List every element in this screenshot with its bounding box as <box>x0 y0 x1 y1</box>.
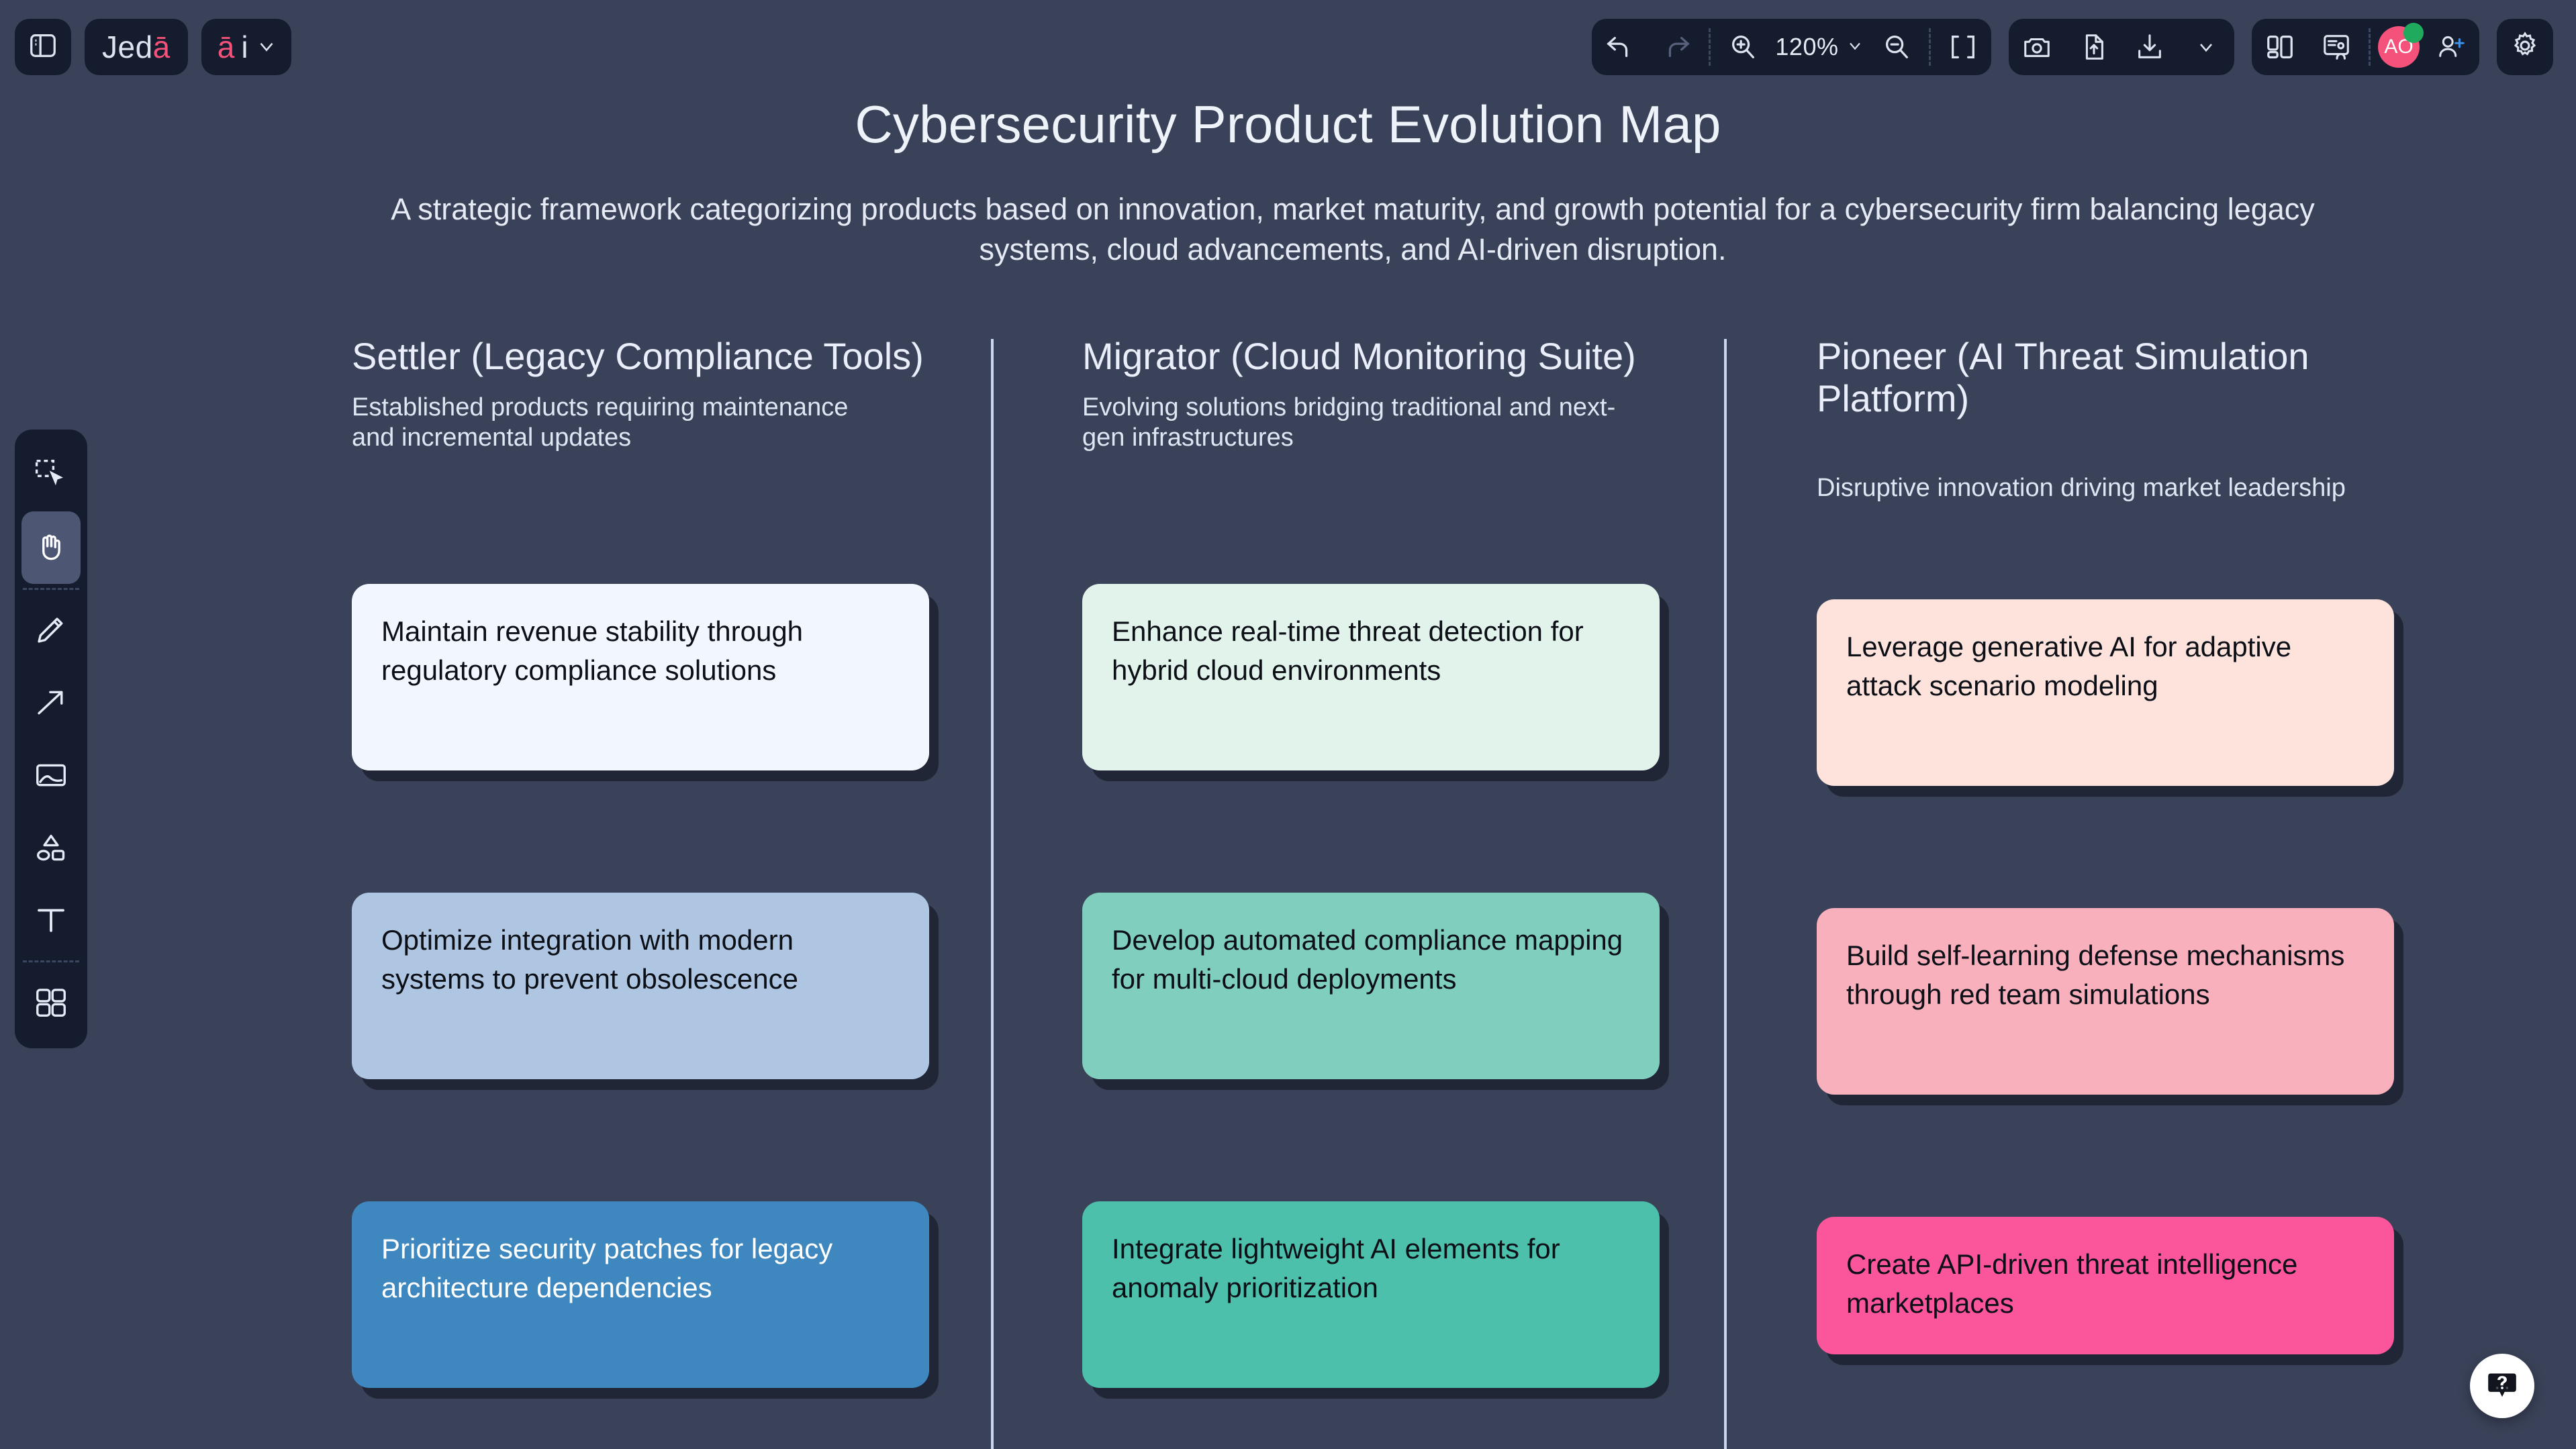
redo-button[interactable] <box>1648 19 1705 75</box>
idea-card[interactable]: Create API-driven threat intelligence ma… <box>1817 1217 2394 1354</box>
idea-card[interactable]: Enhance real-time threat detection for h… <box>1082 584 1660 770</box>
idea-card[interactable]: Optimize integration with modern systems… <box>352 893 929 1079</box>
column-title: Migrator (Cloud Monitoring Suite) <box>1082 335 1636 377</box>
tool-rail <box>15 430 87 1048</box>
settings-button[interactable] <box>2497 19 2553 75</box>
tool-divider <box>23 588 79 590</box>
tool-divider <box>23 960 79 962</box>
page-subtitle: A strategic framework categorizing produ… <box>391 192 2315 266</box>
text-tool[interactable] <box>21 884 81 956</box>
undo-button[interactable] <box>1592 19 1648 75</box>
toolbar-divider <box>1709 28 1711 66</box>
idea-card[interactable]: Integrate lightweight AI elements for an… <box>1082 1201 1660 1388</box>
add-user-button[interactable] <box>2423 19 2479 75</box>
select-tool[interactable] <box>21 439 81 511</box>
fit-to-screen-button[interactable] <box>1935 19 1991 75</box>
image-tool[interactable] <box>21 739 81 811</box>
present-button[interactable] <box>2308 19 2365 75</box>
logo-text: Jed <box>102 30 153 64</box>
toolbar-divider <box>1929 28 1931 66</box>
toolbar-right-group: 120% <box>1592 19 2576 75</box>
column-title: Pioneer (AI Threat Simulation Platform) <box>1817 335 2309 419</box>
template-tool[interactable] <box>21 966 81 1039</box>
shapes-tool[interactable] <box>21 811 81 884</box>
history-zoom-group: 120% <box>1592 19 1991 75</box>
idea-card[interactable]: Prioritize security patches for legacy a… <box>352 1201 929 1388</box>
zoom-level-display[interactable]: 120% <box>1771 33 1868 61</box>
screenshot-button[interactable] <box>2009 19 2065 75</box>
toolbar-divider <box>2369 28 2371 66</box>
logo-accent: ā <box>152 30 171 64</box>
ai-badge-rest: i <box>241 30 248 64</box>
gear-icon <box>2510 30 2540 64</box>
idea-card[interactable]: Maintain revenue stability through regul… <box>352 584 929 770</box>
panel-toggle-icon <box>28 30 58 64</box>
collaboration-group: AO <box>2252 19 2479 75</box>
column-divider <box>991 339 994 1449</box>
sidebar-toggle-button[interactable] <box>15 19 71 75</box>
page-title: Cybersecurity Product Evolution Map <box>855 95 1721 154</box>
pencil-tool[interactable] <box>21 594 81 666</box>
chevron-down-icon <box>1846 33 1864 61</box>
avatar[interactable]: AO <box>2378 23 2424 68</box>
help-button[interactable] <box>2470 1354 2534 1418</box>
upload-button[interactable] <box>2065 19 2121 75</box>
download-button[interactable] <box>2121 19 2178 75</box>
column-divider <box>1724 339 1727 1449</box>
download-options-button[interactable] <box>2178 19 2234 75</box>
export-group <box>2009 19 2234 75</box>
idea-card[interactable]: Develop automated compliance mapping for… <box>1082 893 1660 1079</box>
zoom-level-value: 120% <box>1775 33 1839 60</box>
chevron-down-icon <box>255 29 278 65</box>
arrow-tool[interactable] <box>21 666 81 739</box>
column-description: Evolving solutions bridging traditional … <box>1082 393 1616 452</box>
column-description: Disruptive innovation driving market lea… <box>1817 474 2346 502</box>
help-icon <box>2485 1367 2520 1405</box>
hand-tool[interactable] <box>21 511 81 584</box>
column-title: Settler (Legacy Compliance Tools) <box>352 335 924 377</box>
column-description: Established products requiring maintenan… <box>352 393 849 452</box>
idea-card[interactable]: Build self-learning defense mechanisms t… <box>1817 908 2394 1095</box>
idea-card[interactable]: Leverage generative AI for adaptive atta… <box>1817 599 2394 786</box>
avatar-wrapper[interactable]: AO <box>2375 19 2424 75</box>
zoom-out-button[interactable] <box>1868 19 1925 75</box>
online-status-dot <box>2403 23 2424 43</box>
zoom-in-button[interactable] <box>1715 19 1771 75</box>
layout-button[interactable] <box>2252 19 2308 75</box>
ai-badge-accent: ā <box>217 30 235 64</box>
